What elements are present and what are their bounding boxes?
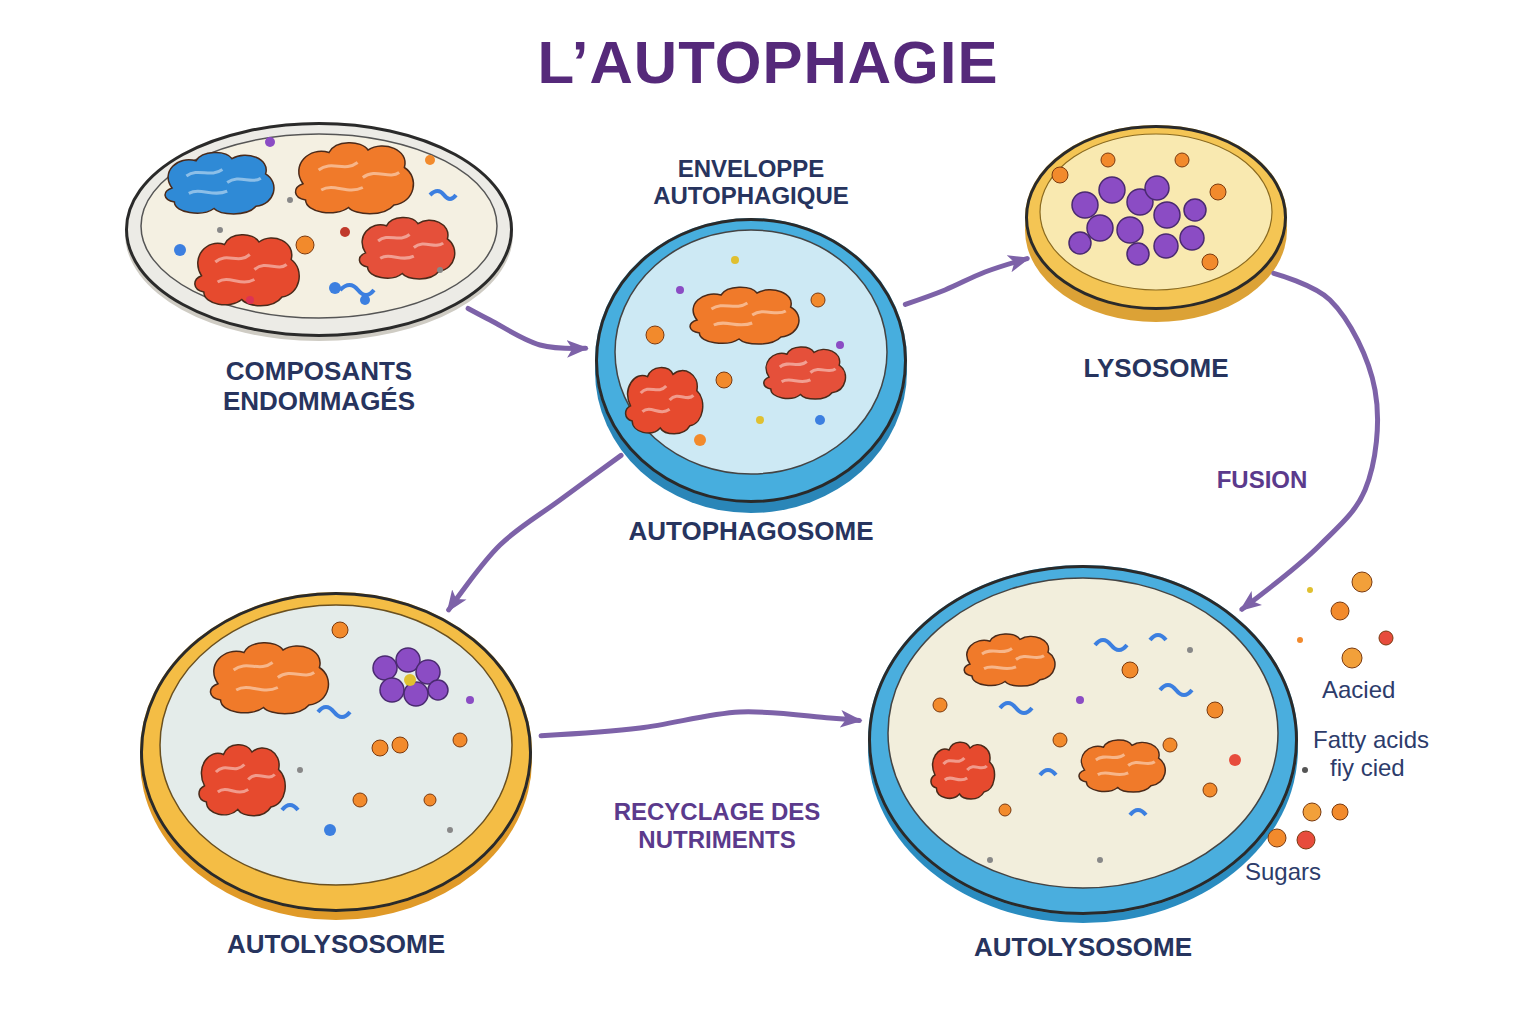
autophagosome-illustration bbox=[595, 218, 907, 513]
node-heading: ENVELOPPE AUTOPHAGIQUE bbox=[606, 155, 896, 210]
diagram-title: L’AUTOPHAGIE bbox=[0, 28, 1536, 97]
damaged-cell bbox=[125, 122, 513, 341]
process-arrow bbox=[1242, 273, 1378, 609]
ellipse-outline bbox=[140, 592, 532, 912]
nutrient-label: Aacied bbox=[1322, 676, 1395, 704]
damaged-components: COMPOSANTS ENDOMMAGÉS bbox=[125, 122, 513, 337]
ellipse-border bbox=[142, 594, 531, 911]
ellipse-outline bbox=[595, 218, 907, 503]
process-arrow bbox=[449, 455, 621, 609]
nutrient-label: Sugars bbox=[1245, 858, 1321, 886]
lysosome: LYSOSOME bbox=[1025, 125, 1287, 310]
process-arrow bbox=[541, 712, 859, 736]
process-arrow bbox=[905, 259, 1027, 305]
autolysosome-illustration bbox=[868, 565, 1298, 923]
ellipse-border bbox=[127, 124, 512, 336]
nutrient-label: fiy cied bbox=[1330, 754, 1405, 782]
edge-label: FUSION bbox=[1188, 464, 1336, 496]
node-label: AUTOLYSOSOME bbox=[923, 933, 1243, 963]
ellipse-outline bbox=[1025, 125, 1287, 310]
ellipse-border bbox=[597, 220, 906, 502]
ellipse-border bbox=[1027, 127, 1286, 309]
ellipse-outline bbox=[868, 565, 1298, 915]
autolysosome-illustration bbox=[140, 592, 532, 920]
autophagosome: ENVELOPPE AUTOPHAGIQUEAUTOPHAGOSOME bbox=[595, 218, 907, 503]
node-label: LYSOSOME bbox=[1046, 354, 1266, 384]
ellipse-border bbox=[870, 567, 1297, 914]
node-label: AUTOLYSOSOME bbox=[176, 930, 496, 960]
ellipse-outline bbox=[125, 122, 513, 337]
autolysosome: AUTOLYSOSOME bbox=[868, 565, 1298, 915]
nutrient-label: Fatty acids bbox=[1313, 726, 1429, 754]
nutrient-dots bbox=[1268, 572, 1393, 849]
lysosome-illustration bbox=[1025, 125, 1287, 322]
autolysosome: AUTOLYSOSOME bbox=[140, 592, 532, 912]
edge-label: RECYCLAGE DES NUTRIMENTS bbox=[583, 796, 851, 855]
process-arrow bbox=[468, 308, 585, 348]
node-label: COMPOSANTS ENDOMMAGÉS bbox=[169, 357, 469, 417]
node-label: AUTOPHAGOSOME bbox=[591, 517, 911, 547]
